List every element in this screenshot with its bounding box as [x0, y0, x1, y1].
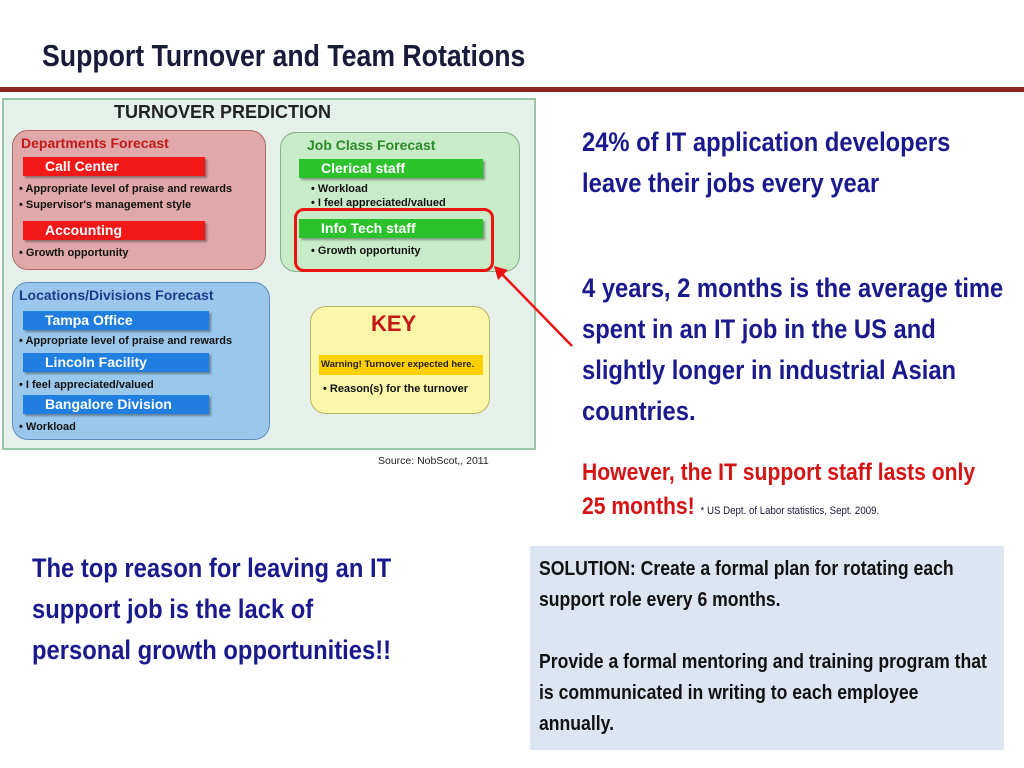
dept-bullet-2: • Supervisor's management style: [19, 199, 192, 211]
departments-forecast-panel: Departments Forecast Call Center • Appro…: [12, 130, 266, 270]
slide-title: Support Turnover and Team Rotations: [42, 38, 526, 73]
figure-source: Source: NobScot,, 2011: [378, 455, 489, 467]
job-class-forecast-panel: Job Class Forecast Clerical staff • Work…: [280, 132, 520, 272]
job-bullet-3: • Growth opportunity: [311, 245, 421, 257]
accounting-bar: Accounting: [23, 221, 205, 240]
bangalore-division-bar: Bangalore Division: [23, 395, 209, 414]
stat-support-tenure-source: * US Dept. of Labor statistics, Sept. 20…: [700, 505, 880, 517]
title-rule: [0, 87, 1024, 92]
solution-line-1: SOLUTION: Create a formal plan for rotat…: [539, 558, 954, 611]
solution-text: SOLUTION: Create a formal plan for rotat…: [539, 554, 988, 740]
pointer-arrow: [494, 266, 573, 347]
dept-bullet-1: • Appropriate level of praise and reward…: [19, 183, 233, 195]
job-bullet-1: • Workload: [311, 183, 368, 195]
arrow-line: [497, 269, 573, 347]
stat-average-tenure: 4 years, 2 months is the average time sp…: [582, 273, 1004, 426]
lincoln-facility-bar: Lincoln Facility: [23, 353, 209, 372]
loc-bullet-3: • Workload: [19, 421, 76, 433]
stat-support-tenure-text: However, the IT support staff lasts only…: [582, 459, 976, 520]
info-tech-staff-bar: Info Tech staff: [299, 219, 483, 238]
key-panel: KEY Warning! Turnover expected here. • R…: [310, 306, 490, 414]
locations-forecast-title: Locations/Divisions Forecast: [19, 287, 214, 303]
arrow-head: [494, 266, 508, 280]
job-class-forecast-title: Job Class Forecast: [307, 137, 436, 153]
key-title: KEY: [371, 311, 417, 336]
solution-box: SOLUTION: Create a formal plan for rotat…: [530, 546, 1004, 750]
call-center-bar: Call Center: [23, 157, 205, 176]
loc-bullet-2: • I feel appreciated/valued: [19, 379, 154, 391]
key-bullet: • Reason(s) for the turnover: [323, 383, 469, 395]
top-reason-text: The top reason for leaving an IT support…: [32, 553, 392, 665]
figure-title: TURNOVER PREDICTION: [114, 102, 332, 122]
departments-forecast-title: Departments Forecast: [21, 135, 169, 151]
dept-bullet-3: • Growth opportunity: [19, 247, 129, 259]
clerical-staff-bar: Clerical staff: [299, 159, 483, 178]
stat-support-tenure: However, the IT support staff lasts only…: [582, 456, 978, 528]
key-warning-swatch: Warning! Turnover expected here.: [319, 355, 483, 375]
locations-forecast-panel: Locations/Divisions Forecast Tampa Offic…: [12, 282, 270, 440]
job-bullet-2: • I feel appreciated/valued: [311, 197, 446, 209]
info-tech-highlight: [294, 208, 494, 272]
tampa-office-bar: Tampa Office: [23, 311, 209, 330]
solution-line-2: Provide a formal mentoring and training …: [539, 651, 987, 735]
turnover-prediction-figure: TURNOVER PREDICTION Departments Forecast…: [2, 98, 536, 450]
stat-developer-turnover: 24% of IT application developers leave t…: [582, 127, 951, 198]
loc-bullet-1: • Appropriate level of praise and reward…: [19, 335, 233, 347]
